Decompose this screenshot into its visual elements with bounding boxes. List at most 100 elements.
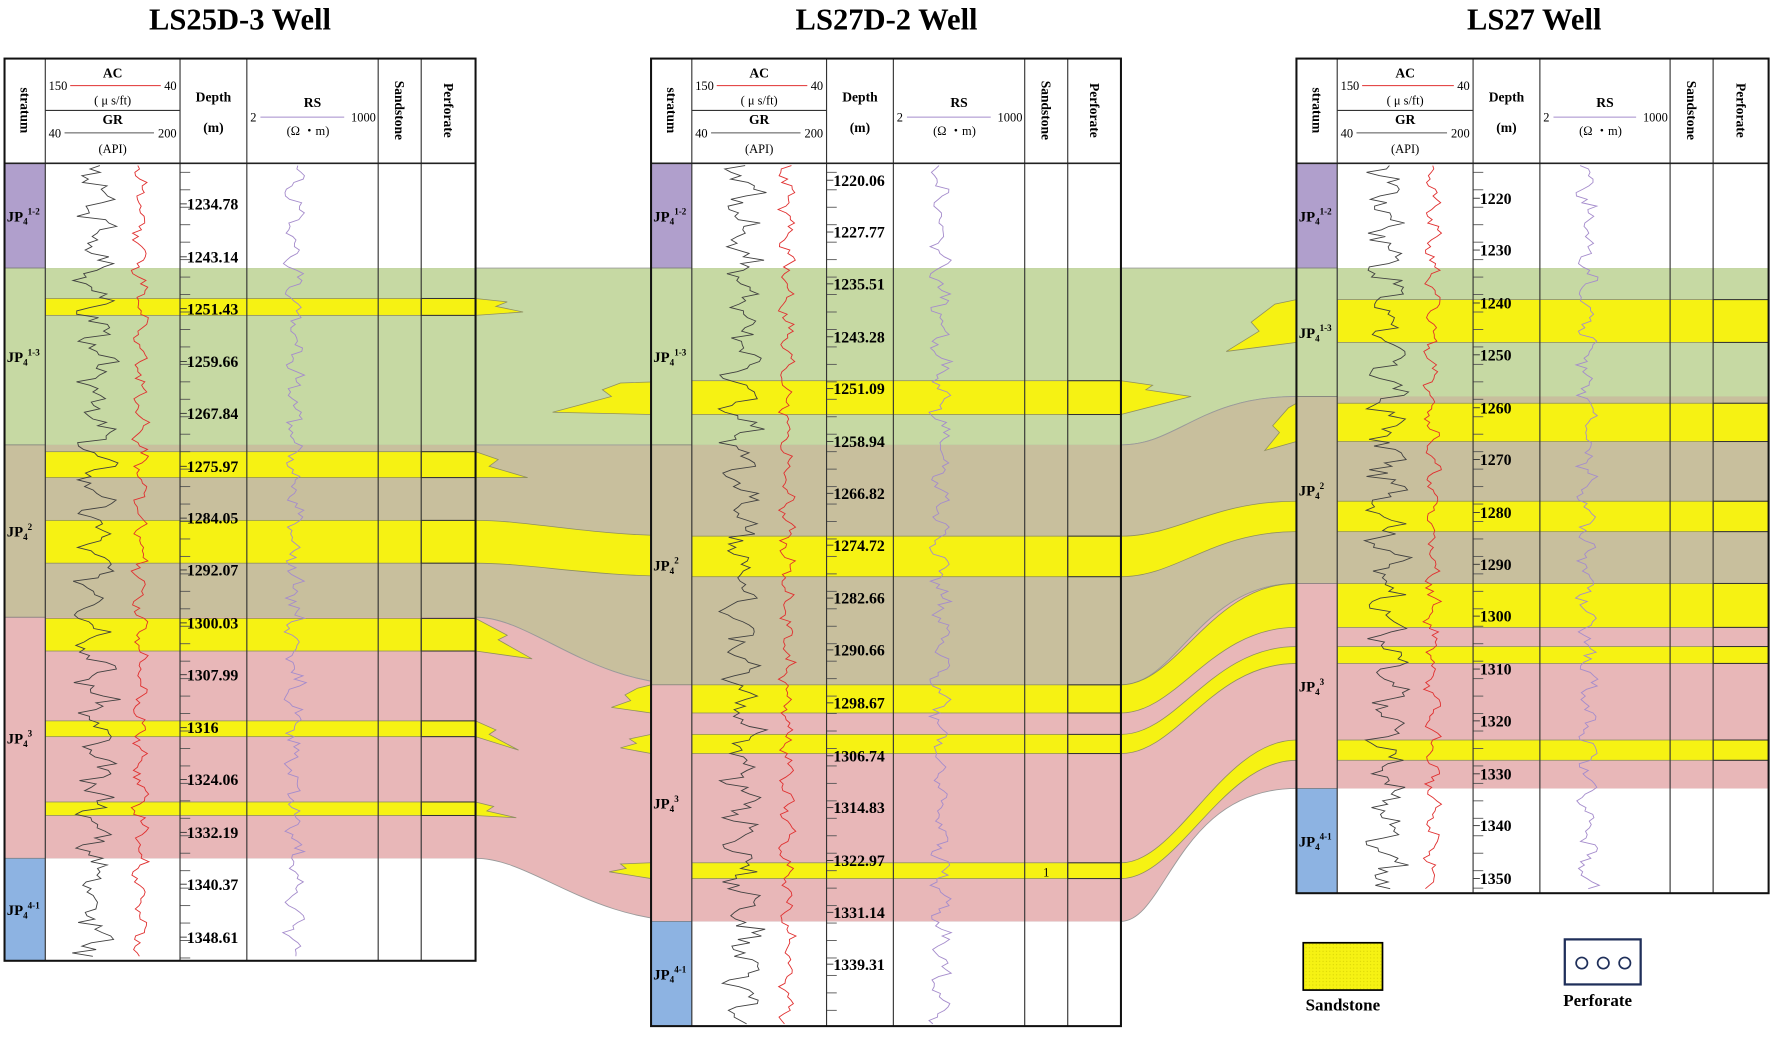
header-ac-unit: ( μ s/ft) (1387, 94, 1424, 108)
depth-label: 1259.66 (187, 354, 239, 371)
stratum-cell (4, 857, 46, 962)
depth-label: 1280 (1480, 505, 1512, 522)
depth-label: 1220 (1480, 191, 1512, 208)
header-gr-max: 200 (805, 126, 824, 140)
depth-label: 1260 (1480, 400, 1512, 417)
header-gr-min: 40 (1341, 126, 1353, 140)
stratum-cell (1296, 267, 1338, 397)
header-rs-min: 2 (250, 111, 256, 125)
ac-curve (1422, 165, 1443, 890)
header-rs-unit: (Ω ・m) (287, 124, 330, 138)
header-perforate: Perforate (441, 83, 456, 138)
ac-curve (776, 165, 798, 1025)
header-perforate: Perforate (1087, 83, 1102, 138)
sandstone-bed (44, 519, 476, 564)
header-gr-unit: (API) (98, 142, 126, 156)
header-rs: RS (1596, 95, 1613, 110)
header-ac-max: 40 (164, 79, 176, 93)
depth-label: 1340 (1480, 818, 1512, 835)
header-perforate: Perforate (1733, 83, 1748, 138)
header-rs: RS (950, 95, 967, 110)
header-gr-min: 40 (695, 126, 707, 140)
depth-label: 1220.06 (833, 173, 885, 190)
header-stratum: stratum (17, 87, 32, 133)
header-ac: AC (749, 66, 769, 81)
header-depth-unit: (m) (850, 120, 870, 136)
sandstone-bed (1336, 739, 1769, 761)
header-gr: GR (102, 112, 123, 127)
well-table-frame (1295, 57, 1770, 895)
depth-label: 1266.82 (833, 486, 885, 503)
header-stratum: stratum (1309, 87, 1324, 133)
depth-label: 1274.72 (833, 538, 885, 555)
header-depth: Depth (1489, 89, 1525, 104)
gr-curve (1362, 165, 1414, 890)
depth-label: 1227.77 (833, 225, 885, 242)
header-rs-unit: (Ω ・m) (1579, 124, 1622, 138)
rs-curve (1574, 165, 1601, 890)
depth-label: 1330 (1480, 766, 1512, 783)
depth-label: 1270 (1480, 452, 1512, 469)
header-rs-min: 2 (1543, 111, 1549, 125)
depth-label: 1258.94 (833, 434, 885, 451)
header-depth-unit: (m) (1496, 120, 1516, 136)
well-track-1: JP41-2JP41-3JP42JP43JP44-11220.061227.77… (650, 57, 1122, 1028)
header-sandstone: Sandstone (1684, 81, 1699, 140)
depth-label: 1298.67 (833, 696, 885, 713)
depth-label: 1240 (1480, 296, 1512, 313)
header-sandstone: Sandstone (1039, 81, 1054, 140)
depth-label: 1339.31 (833, 957, 885, 974)
well-table-frame (650, 57, 1122, 1028)
depth-label: 1290 (1480, 557, 1512, 574)
legend-perforate-label: Perforate (1563, 991, 1632, 1010)
sandstone-bed (691, 535, 1122, 578)
header-gr-unit: (API) (1391, 142, 1419, 156)
stratum-cell (650, 162, 693, 269)
header-ac: AC (103, 66, 123, 81)
depth-label: 1314.83 (833, 800, 885, 817)
depth-label: 1292.07 (187, 563, 239, 580)
depth-label: 1267.84 (187, 406, 239, 423)
stratum-cell (4, 444, 46, 618)
perforate-hole-icon (1596, 956, 1610, 970)
header-gr-max: 200 (158, 126, 177, 140)
header-depth-unit: (m) (203, 120, 223, 136)
depth-label: 1250 (1480, 347, 1512, 364)
rs-curve (281, 165, 308, 957)
header-ac-min: 150 (1341, 79, 1360, 93)
depth-label: 1332.19 (187, 825, 239, 842)
stratum-cell (1296, 788, 1338, 894)
depth-label: 1306.74 (833, 748, 885, 765)
sandstone-bed (44, 298, 476, 316)
depth-label: 1230 (1480, 243, 1512, 260)
depth-label: 1234.78 (187, 197, 239, 214)
legend: Sandstone Perforate (1302, 938, 1642, 1014)
stratum-cell (4, 616, 46, 859)
header-ac-max: 40 (1457, 79, 1469, 93)
sandstone-bed (44, 451, 476, 478)
depth-label: 1290.66 (833, 643, 885, 660)
sandstone-bed (44, 801, 476, 816)
header-ac-unit: ( μ s/ft) (94, 94, 131, 108)
depth-label: 1331.14 (833, 905, 885, 922)
stratum-cell (1296, 162, 1338, 269)
header-ac: AC (1395, 66, 1415, 81)
well-title-ls27d-2: LS27D-2 Well (796, 2, 978, 36)
header-stratum: stratum (664, 87, 679, 133)
well-title-ls27: LS27 Well (1467, 2, 1601, 36)
sandstone-bed (1336, 500, 1769, 533)
depth-label: 1243.28 (833, 329, 885, 346)
gr-curve (71, 165, 121, 957)
depth-label: 1322.97 (833, 853, 885, 870)
sandstone-bed (691, 733, 1122, 754)
sandstone-bed (1336, 402, 1769, 442)
perforate-hole-icon (1575, 956, 1589, 970)
header-depth: Depth (842, 89, 878, 104)
well-track-0: JP41-2JP41-3JP42JP43JP44-11234.781243.14… (3, 57, 477, 962)
depth-label: 1300 (1480, 609, 1512, 626)
well-track-2: JP41-2JP41-3JP42JP43JP44-112201230124012… (1295, 57, 1770, 895)
depth-label: 1320 (1480, 714, 1512, 731)
well-title-ls25d-3: LS25D-3 Well (149, 2, 331, 36)
depth-label: 1348.61 (187, 930, 239, 947)
depth-label: 1251.09 (833, 381, 885, 398)
